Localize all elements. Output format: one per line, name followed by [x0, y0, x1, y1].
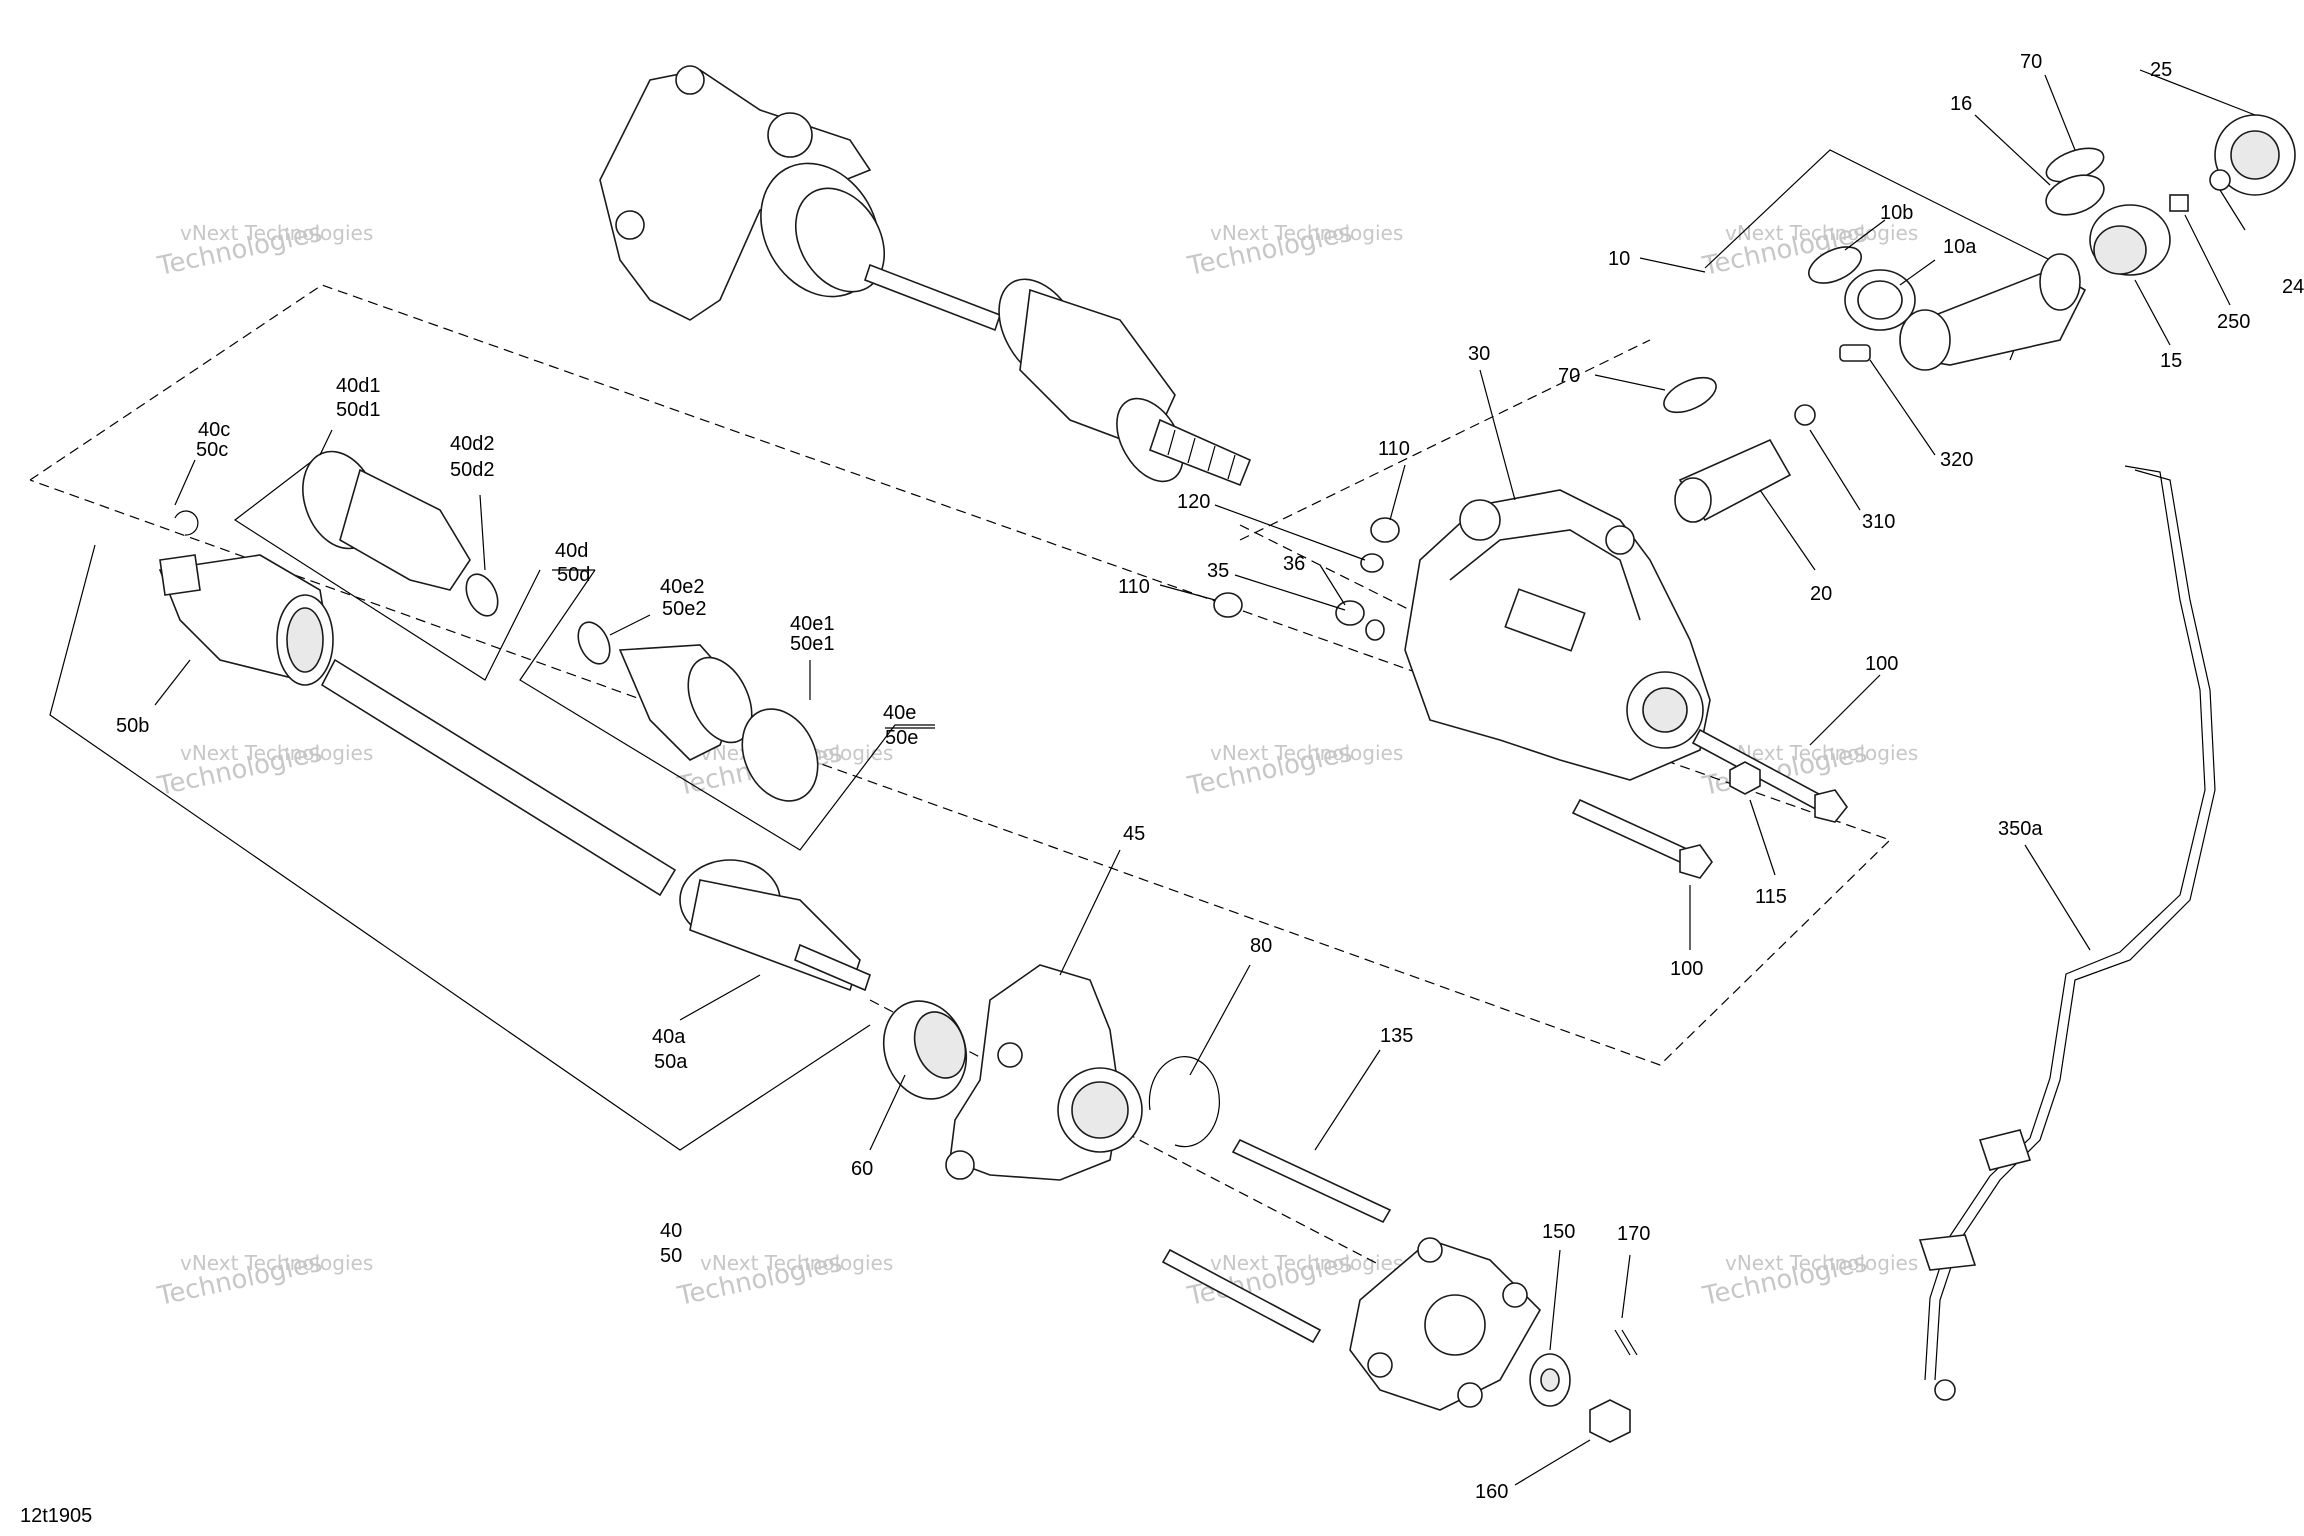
callout-40e: 40e — [883, 702, 916, 724]
callout-110-a: 110 — [1378, 438, 1410, 460]
callout-50e1: 50e1 — [790, 633, 835, 655]
callout-40a: 40a — [652, 1026, 686, 1048]
watermark-text: vNext Technologies — [1210, 741, 1403, 765]
callout-50e: 50e — [885, 727, 918, 749]
callout-350a: 350a — [1998, 818, 2043, 840]
callout-110-b: 110 — [1118, 576, 1150, 598]
callout-120: 120 — [1177, 491, 1210, 513]
callout-150: 150 — [1542, 1221, 1575, 1243]
callout-10a: 10a — [1943, 236, 1977, 258]
differential-housing — [1213, 489, 1849, 879]
callout-135: 135 — [1380, 1025, 1413, 1047]
bracket-40d-50d — [519, 569, 935, 851]
callout-80: 80 — [1250, 935, 1272, 957]
leader-lines — [154, 69, 2256, 1486]
callout-20: 20 — [1810, 583, 1832, 605]
bracket-40-50 — [49, 544, 871, 1151]
callout-10: 10 — [1608, 248, 1630, 270]
callout-15: 15 — [2160, 350, 2182, 372]
callout-40d: 40d — [555, 540, 588, 562]
callout-50e2: 50e2 — [662, 598, 707, 620]
watermark-text: vNext Technologies — [1725, 1251, 1918, 1275]
callout-115: 115 — [1755, 886, 1787, 908]
lower-drive-shaft-components — [158, 450, 1638, 1443]
callout-50b: 50b — [116, 715, 149, 737]
callout-310: 310 — [1862, 511, 1895, 533]
callout-160: 160 — [1475, 1481, 1508, 1503]
axis-line-mid — [1239, 524, 1431, 621]
callout-45: 45 — [1123, 823, 1145, 845]
watermark-text: vNext Technologies — [1210, 221, 1403, 245]
callout-35: 35 — [1207, 560, 1229, 582]
callout-50d2: 50d2 — [450, 459, 495, 481]
watermark-text: vNext Technologies — [1725, 221, 1918, 245]
callout-24: 24 — [2282, 276, 2304, 298]
callout-labels: 70 25 16 10b 10a 10 24 250 15 30 70 320 … — [116, 51, 2304, 1503]
callout-50d: 50d — [557, 564, 590, 586]
callout-320: 320 — [1940, 449, 1973, 471]
callout-50: 50 — [660, 1245, 682, 1267]
brake-line — [1918, 465, 2216, 1401]
watermark-text: vNext Technologies — [700, 1251, 893, 1275]
drawing-number: 12t1905 — [20, 1505, 92, 1527]
callout-40d1: 40d1 — [336, 375, 381, 397]
callout-40e1: 40e1 — [790, 613, 835, 635]
callout-50a: 50a — [654, 1051, 688, 1073]
callout-40d2: 40d2 — [450, 433, 495, 455]
callout-40e2: 40e2 — [660, 576, 705, 598]
watermark-text: vNext Technologies — [180, 741, 373, 765]
callout-40: 40 — [660, 1220, 682, 1242]
watermark-text: vNext Technologies — [180, 1251, 373, 1275]
callout-25: 25 — [2150, 59, 2172, 81]
bracket-40d1-50d1 — [233, 454, 541, 681]
callout-100-b: 100 — [1670, 958, 1703, 980]
callout-10b: 10b — [1880, 202, 1913, 224]
callout-60: 60 — [851, 1158, 873, 1180]
callout-250: 250 — [2217, 311, 2250, 333]
watermark-text: vNext Technologies — [180, 221, 373, 245]
callout-70-top: 70 — [2020, 51, 2042, 73]
callout-100-a: 100 — [1865, 653, 1898, 675]
watermark-text: vNext Technologies — [1210, 1251, 1403, 1275]
callout-70: 70 — [1558, 365, 1580, 387]
callout-16: 16 — [1950, 93, 1972, 115]
callout-30: 30 — [1468, 343, 1490, 365]
input-shaft-components — [1663, 114, 2296, 523]
callout-36: 36 — [1283, 553, 1305, 575]
upper-drive-shaft-assembly — [599, 65, 1252, 487]
callout-50c: 50c — [196, 439, 228, 461]
callout-50d1: 50d1 — [336, 399, 381, 421]
callout-40c: 40c — [198, 419, 230, 441]
assembly-envelope-dashed — [29, 284, 1892, 1066]
callout-170: 170 — [1617, 1223, 1650, 1245]
axis-line-upper — [1239, 339, 1651, 541]
